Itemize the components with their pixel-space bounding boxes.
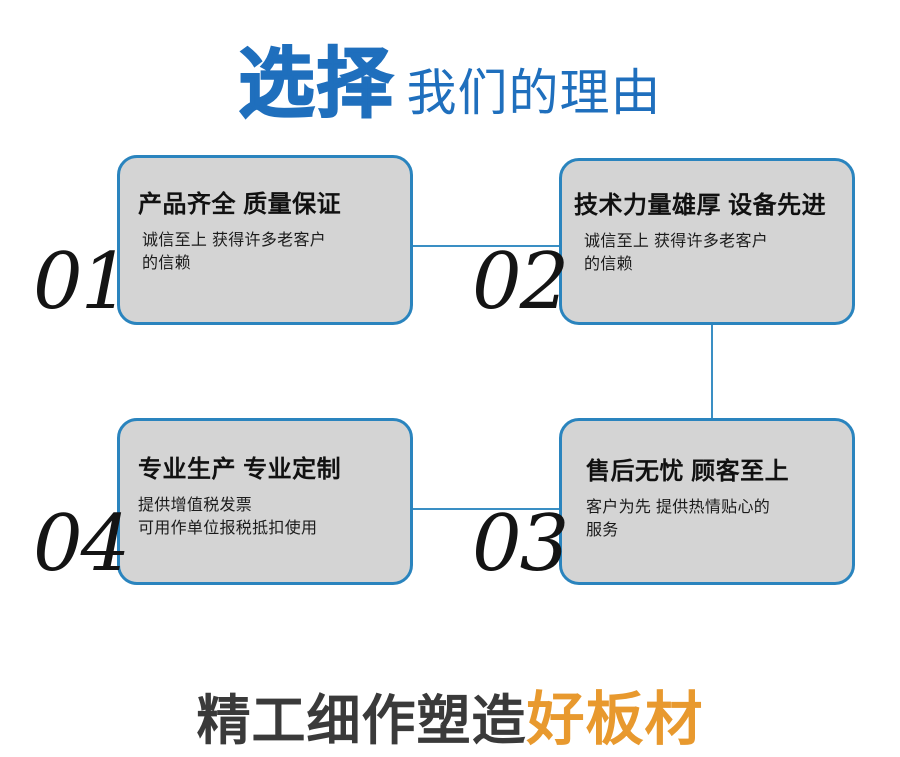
feature-card-03-body-line-1: 客户为先 提供热情贴心的 [586,499,771,516]
feature-card-02-body-line-1: 诚信至上 获得许多老客户 [584,233,769,250]
page-title-subtext: 我们的理由 [406,65,662,121]
feature-card-04-content: 专业生产 专业定制 提供增值税发票 可用作单位报税抵扣使用 [120,449,410,540]
feature-card-04-body: 提供增值税发票 可用作单位报税抵扣使用 [138,494,396,540]
feature-card-03-body-line-2: 服务 [586,522,619,540]
feature-card-03-title: 售后无忧 顾客至上 [586,458,790,485]
card-number-03: 03 [472,499,569,589]
feature-card-03[interactable]: 售后无忧 顾客至上 客户为先 提供热情贴心的 服务 [559,418,855,585]
page-title-emphasis: 选择 [238,38,395,129]
feature-card-02-body-line-2: 的信赖 [584,256,633,274]
footer-slogan: 精工细作塑造好板材 [0,672,900,756]
feature-card-01-body-line-1: 诚信至上 获得许多老客户 [142,232,327,249]
feature-card-03-content: 售后无忧 顾客至上 客户为先 提供热情贴心的 服务 [562,451,852,542]
page-title: 选择我们的理由 [0,22,900,132]
footer-slogan-accent: 好板材 [526,687,704,752]
feature-card-02-content: 技术力量雄厚 设备先进 诚信至上 获得许多老客户 的信赖 [562,185,852,276]
card-number-02: 02 [472,237,569,327]
feature-card-01-body: 诚信至上 获得许多老客户 的信赖 [138,229,396,275]
feature-card-03-body: 客户为先 提供热情贴心的 服务 [586,496,838,542]
feature-card-02[interactable]: 技术力量雄厚 设备先进 诚信至上 获得许多老客户 的信赖 [559,158,855,325]
feature-card-01-title: 产品齐全 质量保证 [138,191,342,218]
feature-card-04-title: 专业生产 专业定制 [138,456,342,483]
card-number-01: 01 [33,237,130,327]
feature-card-02-title: 技术力量雄厚 设备先进 [574,192,827,219]
feature-card-04-body-line-1: 提供增值税发票 [138,497,253,514]
card-number-04: 04 [33,499,130,589]
feature-card-01-content: 产品齐全 质量保证 诚信至上 获得许多老客户 的信赖 [120,184,410,275]
feature-card-02-body: 诚信至上 获得许多老客户 的信赖 [574,230,838,276]
connector-line-02-to-03 [711,322,713,420]
feature-card-04-body-line-2: 可用作单位报税抵扣使用 [138,520,318,538]
footer-slogan-primary: 精工细作塑造 [196,691,527,751]
feature-card-01[interactable]: 产品齐全 质量保证 诚信至上 获得许多老客户 的信赖 [117,155,413,325]
feature-card-04[interactable]: 专业生产 专业定制 提供增值税发票 可用作单位报税抵扣使用 [117,418,413,585]
connector-line-01-to-02 [408,245,564,247]
feature-card-01-body-line-2: 的信赖 [142,255,191,273]
connector-line-04-to-03 [408,508,564,510]
